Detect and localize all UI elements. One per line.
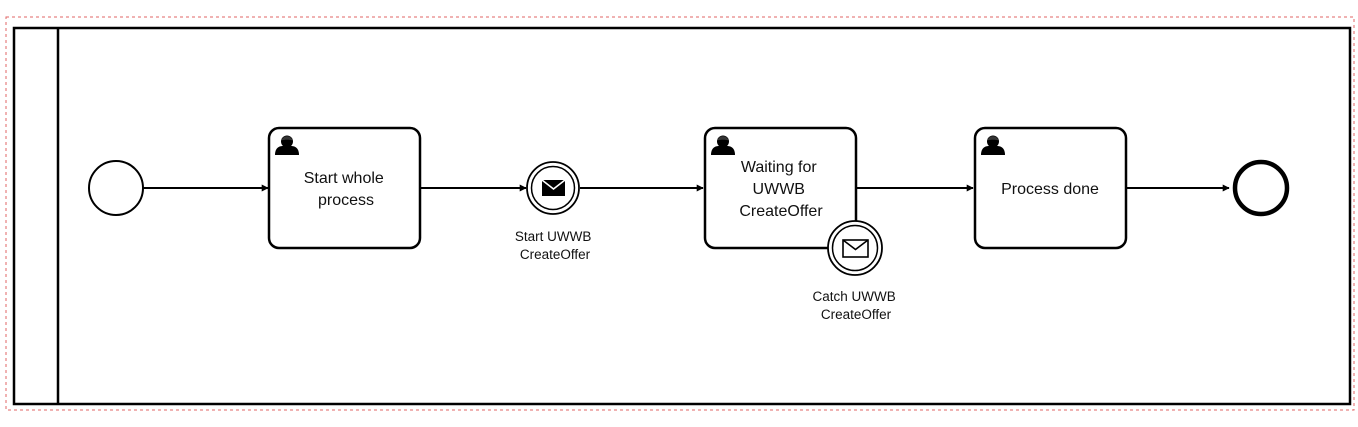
filled-envelope-icon bbox=[541, 179, 566, 196]
start-event[interactable] bbox=[88, 160, 144, 216]
task-box bbox=[973, 126, 1128, 250]
event-label-line: Start UWWB bbox=[515, 229, 592, 244]
event-label-line: CreateOffer bbox=[520, 247, 591, 262]
task-label-line: CreateOffer bbox=[739, 203, 823, 220]
pool-border bbox=[12, 26, 1352, 406]
event-label-line: CreateOffer bbox=[821, 307, 892, 322]
task-label: Start whole process bbox=[304, 170, 389, 209]
task-waiting-for-uwwb-createoffer[interactable]: Waiting for UWWB CreateOffer bbox=[703, 126, 858, 250]
boundary-catch-message-event[interactable]: Catch UWWB CreateOffer bbox=[812, 220, 899, 322]
event-label-line: Catch UWWB bbox=[812, 289, 895, 304]
intermediate-throw-message-event[interactable]: Start UWWB CreateOffer bbox=[515, 161, 595, 262]
task-label-line: Waiting for bbox=[741, 159, 818, 176]
event-label: Start UWWB CreateOffer bbox=[515, 229, 595, 262]
end-event[interactable] bbox=[1232, 159, 1290, 217]
task-box bbox=[703, 126, 858, 250]
task-box bbox=[267, 126, 422, 250]
selection-outline bbox=[5, 16, 1355, 411]
task-start-whole-process[interactable]: Start whole process bbox=[267, 126, 422, 250]
task-process-done[interactable]: Process done bbox=[973, 126, 1128, 250]
task-label-line: UWWB bbox=[753, 181, 805, 198]
task-label-line: Start whole bbox=[304, 170, 384, 187]
task-label-line: process bbox=[318, 192, 374, 209]
task-label: Process done bbox=[1001, 181, 1099, 198]
task-label: Waiting for UWWB CreateOffer bbox=[739, 159, 823, 220]
event-label: Catch UWWB CreateOffer bbox=[812, 289, 899, 322]
pool[interactable] bbox=[12, 26, 1352, 406]
task-label-line: Process done bbox=[1001, 181, 1099, 198]
envelope-icon bbox=[842, 239, 869, 258]
